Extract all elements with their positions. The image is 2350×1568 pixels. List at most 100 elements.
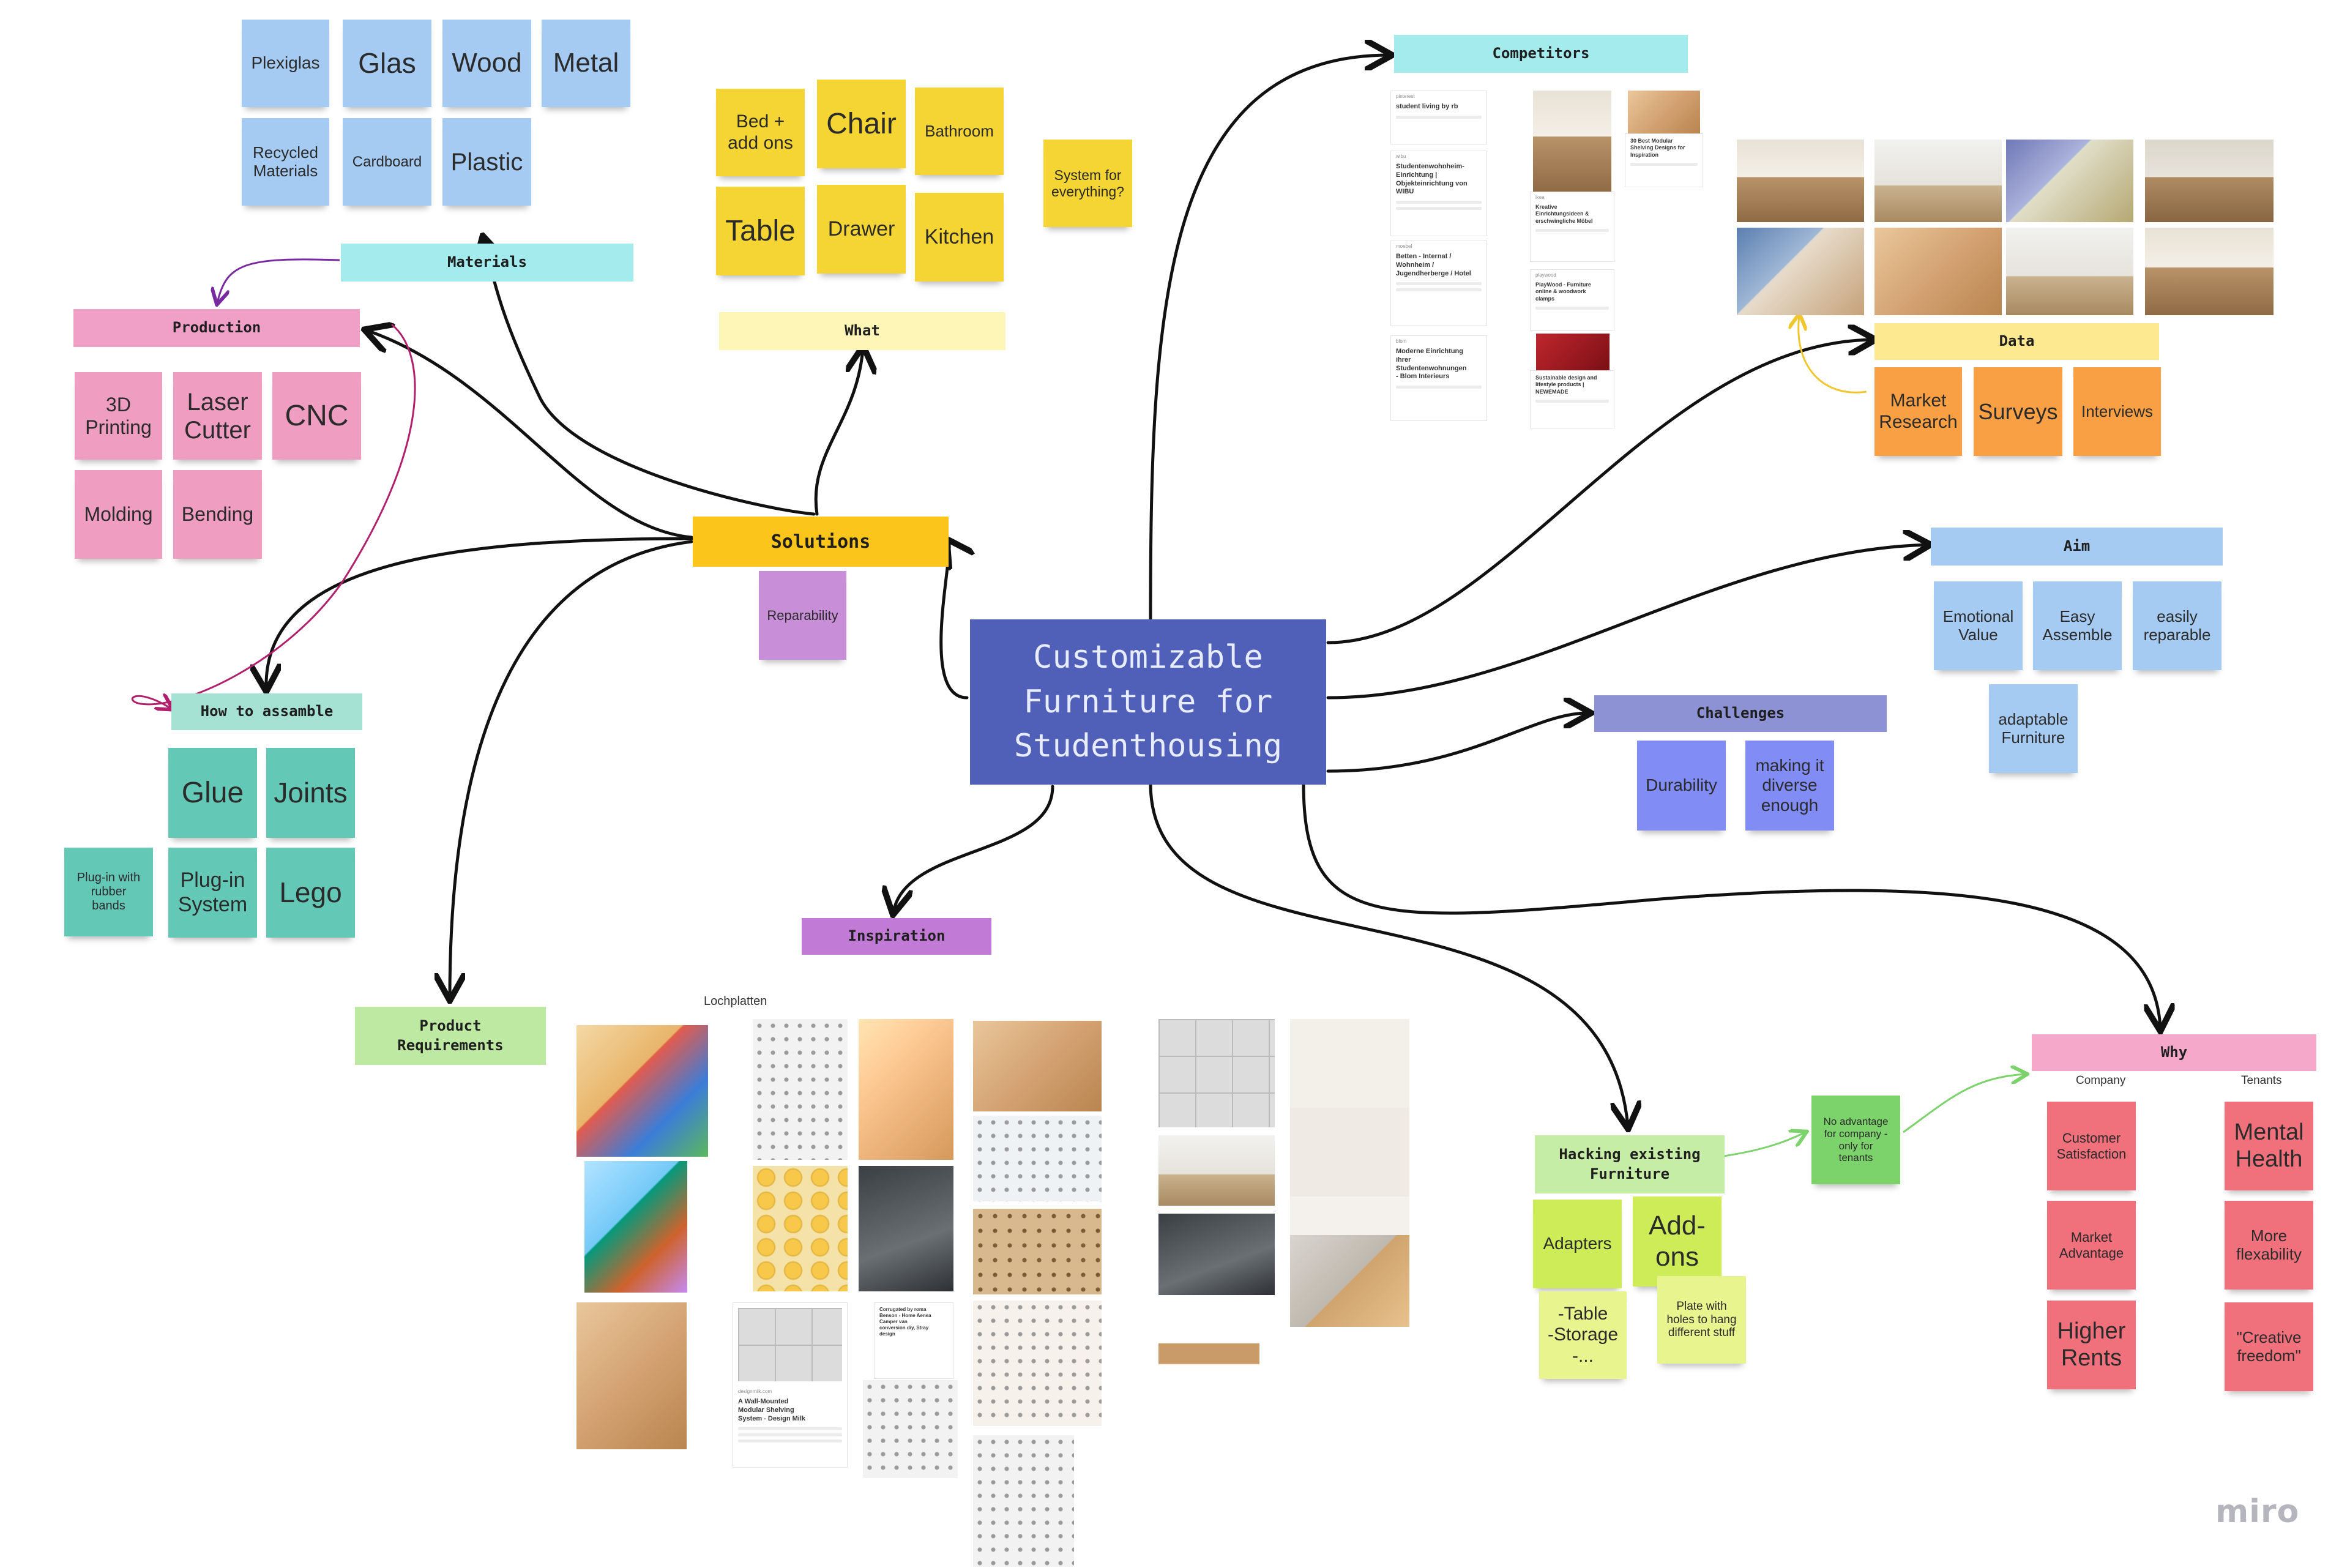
sticky-kitchen[interactable]: Kitchen — [915, 193, 1004, 282]
sticky-add-ons[interactable]: Add- ons — [1633, 1197, 1721, 1286]
sticky-plexiglas[interactable]: Plexiglas — [242, 20, 329, 107]
inspiration-image-pegboard-white[interactable] — [753, 1019, 848, 1160]
header-solutions[interactable]: Solutions — [693, 517, 949, 567]
sticky-glue[interactable]: Glue — [168, 748, 257, 838]
inspiration-image-pegboard-kitchen[interactable] — [973, 1301, 1102, 1426]
sticky-bending[interactable]: Bending — [173, 470, 262, 559]
inspiration-image-furniture-grid[interactable] — [1158, 1019, 1275, 1127]
sticky-metal[interactable]: Metal — [542, 20, 630, 107]
inspiration-card-corrugated[interactable]: Corrugated by roma Benson - Home Aenea C… — [874, 1302, 953, 1379]
inspiration-image-wall-organizer[interactable] — [576, 1302, 687, 1449]
sticky-cnc[interactable]: CNC — [272, 372, 361, 460]
data-image-room-5[interactable] — [1737, 228, 1864, 315]
sticky-plug-in-rubber-bands[interactable]: Plug-in with rubber bands — [64, 848, 153, 936]
competitor-image-shelving[interactable] — [1628, 91, 1700, 133]
sticky-emotional-value[interactable]: Emotional Value — [1934, 581, 2023, 670]
sticky-laser-cutter[interactable]: Laser Cutter — [173, 372, 262, 460]
inspiration-card-design-milk[interactable]: designmilk.com A Wall-Mounted Modular Sh… — [733, 1302, 848, 1468]
header-data[interactable]: Data — [1874, 323, 2159, 360]
inspiration-image-honeycomb[interactable] — [753, 1166, 848, 1291]
sticky-more-flexability[interactable]: More flexability — [2225, 1201, 2313, 1290]
header-materials[interactable]: Materials — [341, 244, 633, 282]
sticky-making-it-diverse[interactable]: making it diverse enough — [1745, 741, 1834, 831]
sticky-no-advantage-for-company[interactable]: No advantage for company - only for tena… — [1811, 1096, 1900, 1184]
sticky-mental-health[interactable]: Mental Health — [2225, 1102, 2313, 1190]
sticky-glas[interactable]: Glas — [343, 20, 431, 107]
sticky-easy-assemble[interactable]: Easy Assemble — [2033, 581, 2122, 670]
sticky-reparability[interactable]: Reparability — [759, 571, 846, 660]
inspiration-image-pegboard-bikes[interactable] — [973, 1435, 1074, 1567]
inspiration-image-shelf-wall[interactable] — [1158, 1135, 1275, 1206]
sticky-interviews[interactable]: Interviews — [2073, 367, 2161, 456]
competitor-card-8[interactable]: 30 Best Modular Shelving Designs for Ins… — [1625, 133, 1703, 187]
inspiration-image-slat-wall[interactable] — [973, 1021, 1102, 1111]
header-hacking-existing-furniture[interactable]: Hacking existing Furniture — [1535, 1135, 1725, 1193]
header-aim[interactable]: Aim — [1931, 528, 2223, 566]
sticky-higher-rents[interactable]: Higher Rents — [2047, 1301, 2136, 1389]
competitor-image-interior[interactable] — [1533, 91, 1611, 192]
header-inspiration[interactable]: Inspiration — [802, 918, 991, 955]
sticky-drawer[interactable]: Drawer — [817, 185, 906, 274]
header-how-to-assamble[interactable]: How to assamble — [171, 693, 362, 730]
sticky-adapters[interactable]: Adapters — [1533, 1200, 1622, 1288]
sticky-market-research[interactable]: Market Research — [1874, 367, 1962, 456]
header-what[interactable]: What — [719, 312, 1005, 350]
data-image-room-6[interactable] — [1874, 228, 2002, 315]
sticky-surveys[interactable]: Surveys — [1974, 367, 2062, 456]
competitor-image-red-product[interactable] — [1536, 334, 1610, 370]
sticky-bed-add-ons[interactable]: Bed + add ons — [716, 89, 805, 176]
sticky-plastic[interactable]: Plastic — [442, 118, 531, 206]
data-image-room-1[interactable] — [1737, 140, 1864, 222]
inspiration-image-modular-shelf[interactable] — [973, 1116, 1102, 1201]
data-image-room-4[interactable] — [2145, 140, 2274, 222]
competitor-card-7[interactable]: Sustainable design and lifestyle product… — [1530, 370, 1614, 428]
inspiration-image-box-shelf[interactable] — [973, 1209, 1102, 1294]
data-image-room-2[interactable] — [1874, 140, 2002, 222]
sticky-3d-printing[interactable]: 3D Printing — [75, 372, 162, 460]
sticky-creative-freedom[interactable]: "Creative freedom" — [2225, 1302, 2313, 1391]
sticky-table[interactable]: Table — [716, 187, 805, 275]
header-competitors[interactable]: Competitors — [1394, 35, 1688, 73]
inspiration-image-pegwall-store[interactable] — [859, 1166, 953, 1291]
sticky-easily-reparable[interactable]: easily reparable — [2133, 581, 2221, 670]
sticky-adaptable-furniture[interactable]: adaptable Furniture — [1989, 684, 2078, 773]
inspiration-image-cube-stool[interactable] — [1290, 1019, 1409, 1108]
sticky-joints[interactable]: Joints — [266, 748, 355, 838]
data-image-room-3[interactable] — [2006, 140, 2133, 222]
sticky-molding[interactable]: Molding — [75, 470, 162, 559]
sticky-bathroom[interactable]: Bathroom — [915, 88, 1004, 175]
sticky-wood[interactable]: Wood — [442, 20, 531, 107]
inspiration-image-maze-game[interactable] — [584, 1161, 687, 1293]
inspiration-image-wood-hook[interactable] — [859, 1019, 953, 1160]
inspiration-image-table-stool[interactable] — [1290, 1108, 1409, 1197]
sticky-system-for-everything[interactable]: System for everything? — [1043, 140, 1132, 227]
inspiration-image-pegboard-shelf[interactable] — [863, 1380, 958, 1478]
sticky-durability[interactable]: Durability — [1637, 741, 1726, 831]
inspiration-image-joint-detail[interactable] — [1290, 1235, 1409, 1327]
data-image-room-7[interactable] — [2006, 228, 2133, 315]
header-production[interactable]: Production — [73, 309, 360, 347]
header-challenges[interactable]: Challenges — [1594, 695, 1887, 732]
sticky-recycled-materials[interactable]: Recycled Materials — [242, 118, 329, 206]
inspiration-image-corner-joint[interactable] — [1158, 1322, 1259, 1426]
header-product-requirements[interactable]: Product Requirements — [355, 1007, 546, 1065]
inspiration-image-chair[interactable] — [1158, 1214, 1275, 1295]
sticky-plug-in-system[interactable]: Plug-in System — [168, 848, 257, 938]
inspiration-image-pegboard-toy[interactable] — [576, 1025, 708, 1157]
sticky-lego[interactable]: Lego — [266, 848, 355, 938]
sticky-cardboard[interactable]: Cardboard — [343, 118, 431, 206]
sticky-chair[interactable]: Chair — [817, 80, 906, 168]
sticky-customer-satisfaction[interactable]: Customer Satisfaction — [2047, 1102, 2136, 1190]
sticky-market-advantage[interactable]: Market Advantage — [2047, 1201, 2136, 1290]
sticky-plate-with-holes[interactable]: Plate with holes to hang different stuff — [1657, 1276, 1746, 1364]
data-image-room-8[interactable] — [2145, 228, 2274, 315]
central-topic[interactable]: Customizable Furniture for Studenthousin… — [970, 619, 1326, 785]
sticky-table-storage[interactable]: -Table -Storage -... — [1539, 1291, 1627, 1379]
